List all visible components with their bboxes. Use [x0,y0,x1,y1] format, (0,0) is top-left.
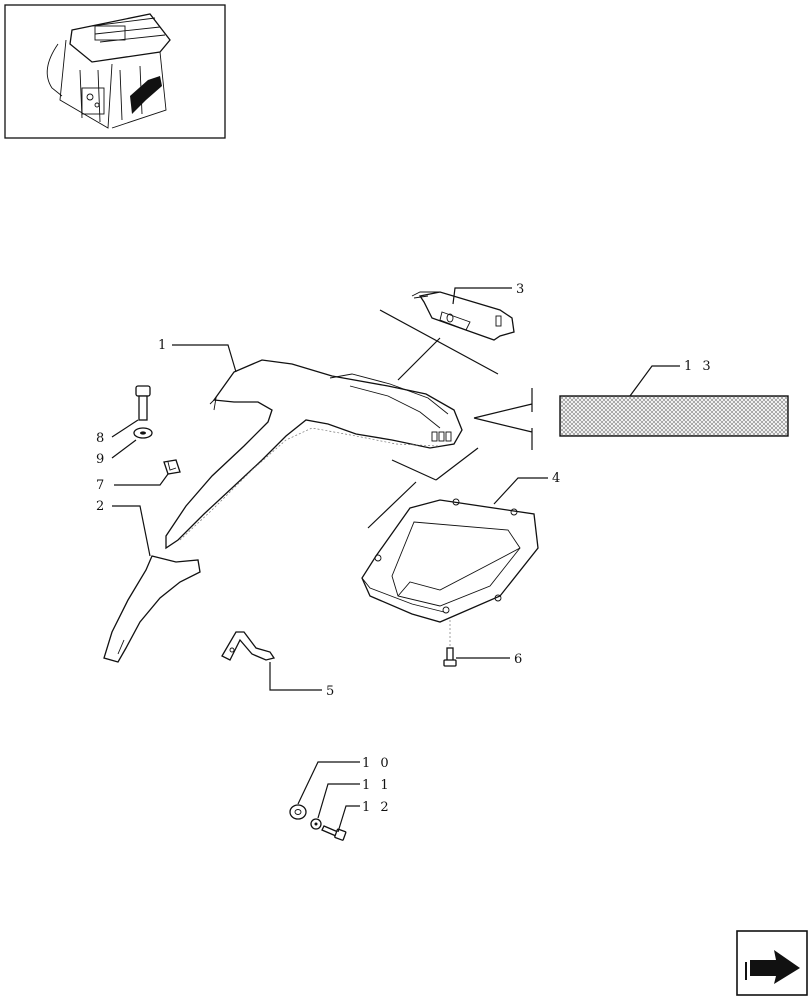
next-page-button[interactable] [736,930,808,996]
part-bracket-3[interactable] [411,291,515,341]
callout-10: 1 0 [362,756,392,771]
leader-12 [337,805,360,833]
callout-8: 8 [96,431,107,446]
callout-2: 2 [96,499,107,514]
leader-7 [114,473,169,486]
part-clip-7[interactable] [163,459,181,475]
callout-12: 1 2 [362,800,392,815]
callout-3: 3 [516,282,527,297]
callout-9: 9 [96,452,107,467]
part-support-5[interactable] [221,631,276,661]
leader-3 [452,287,512,305]
next-page-arrow-icon [745,950,800,984]
part-tray-4[interactable] [361,498,539,623]
part-fender-1[interactable] [165,359,463,550]
part-washer-9[interactable] [133,427,153,439]
break-lines [367,309,533,529]
leader-11 [317,783,360,819]
callout-5: 5 [326,684,337,699]
part-bolt-12[interactable] [321,825,347,841]
callout-1: 1 [158,338,169,353]
cab-thumbnail[interactable] [4,4,226,139]
leader-9 [111,439,137,459]
part-cap-10[interactable] [289,804,307,820]
leader-8 [111,419,139,438]
part-bolt-8[interactable] [135,385,151,421]
leader-5 [269,662,322,691]
leader-2 [112,505,151,557]
leader-4 [493,477,548,505]
part-washer-11[interactable] [310,818,322,830]
cab-thumbnail-illustration [46,13,171,129]
leader-13 [629,365,680,397]
callout-4: 4 [552,471,563,486]
callout-13: 1 3 [684,359,714,374]
leader-10 [297,761,360,805]
leader-1 [172,344,237,373]
part-extension-2[interactable] [103,555,201,663]
callout-7: 7 [96,478,107,493]
callout-11: 1 1 [362,778,392,793]
part-strip-13[interactable] [559,395,789,437]
callout-6: 6 [514,652,525,667]
part-screw-6[interactable] [443,647,457,667]
